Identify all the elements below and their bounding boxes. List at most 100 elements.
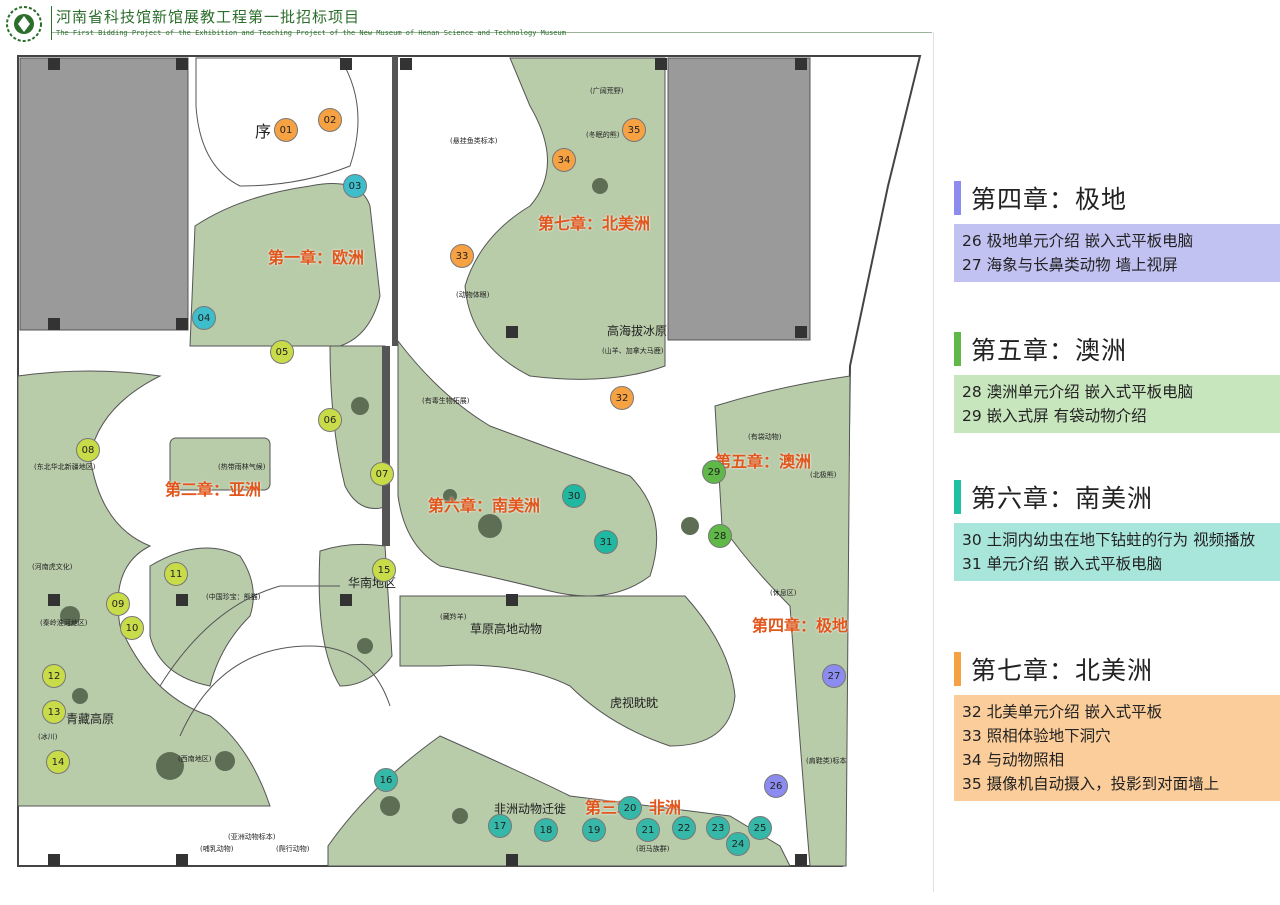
exhibit-marker-24: 24 bbox=[726, 832, 750, 856]
zone-label: (冰川) bbox=[38, 733, 58, 741]
chapter-label-europe: 第一章：欧洲 bbox=[268, 248, 365, 267]
exhibit-marker-06: 06 bbox=[318, 408, 342, 432]
legend-item: 32 北美单元介绍 嵌入式平板 bbox=[962, 703, 1163, 721]
exhibit-marker-27: 27 bbox=[822, 664, 846, 688]
chapter-label-south-america: 第六章：南美洲 bbox=[428, 496, 541, 515]
exhibit-marker-22: 22 bbox=[672, 816, 696, 840]
zone-huanan bbox=[318, 543, 393, 687]
legend-item: 26 极地单元介绍 嵌入式平板电脑 bbox=[962, 232, 1194, 250]
legend-item: 34 与动物照相 bbox=[962, 751, 1065, 769]
zone-rainforest bbox=[169, 437, 271, 491]
zone-label: (斑马族群) bbox=[636, 845, 670, 853]
zone-label: (肩鞋类)标本 bbox=[806, 757, 847, 765]
project-title-english: The First Bidding Project of the Exhibit… bbox=[56, 29, 566, 37]
exhibit-marker-21: 21 bbox=[636, 818, 660, 842]
legend-chapter-south-america: 第六章：南美洲 30 土洞内幼虫在地下钻蛀的行为 视频播放 31 单元介绍 嵌入… bbox=[954, 479, 1280, 581]
exhibit-marker-29: 29 bbox=[702, 460, 726, 484]
legend-chapter-australia: 第五章：澳洲 28 澳洲单元介绍 嵌入式平板电脑 29 嵌入式屏 有袋动物介绍 bbox=[954, 331, 1280, 433]
legend-chapter-name: 第五章：澳洲 bbox=[971, 336, 1128, 365]
area-label-prologue: 序 bbox=[255, 122, 272, 141]
exhibit-marker-28: 28 bbox=[708, 524, 732, 548]
zone-grassland bbox=[399, 595, 736, 747]
legend-chapter-items: 26 极地单元介绍 嵌入式平板电脑 27 海象与长鼻类动物 墙上视屏 bbox=[954, 224, 1280, 282]
exhibit-marker-32: 32 bbox=[610, 386, 634, 410]
legend-chapter-items: 30 土洞内幼虫在地下钻蛀的行为 视频播放 31 单元介绍 嵌入式平板电脑 bbox=[954, 523, 1280, 581]
header-rule bbox=[52, 32, 932, 33]
zone-label: (秦岭淮河地区) bbox=[40, 619, 88, 627]
legend-chapter-name: 第六章：南美洲 bbox=[971, 484, 1154, 513]
legend-item: 30 土洞内幼虫在地下钻蛀的行为 视频播放 bbox=[962, 531, 1256, 549]
chapter-label-australia: 第五章：澳洲 bbox=[715, 452, 812, 471]
exhibit-marker-26: 26 bbox=[764, 774, 788, 798]
legend-panel: 第四章：极地 26 极地单元介绍 嵌入式平板电脑 27 海象与长鼻类动物 墙上视… bbox=[954, 0, 1280, 905]
exhibit-marker-23: 23 bbox=[706, 816, 730, 840]
zone-label: (悬挂鱼类标本) bbox=[450, 137, 498, 145]
zone-label: (北极熊) bbox=[810, 471, 837, 479]
walkway-curve bbox=[179, 645, 391, 737]
zone-label: (有袋动物) bbox=[748, 433, 782, 441]
zone-label: (有毒生物拓展) bbox=[422, 397, 470, 405]
exhibit-marker-20: 20 bbox=[618, 796, 642, 820]
exhibit-marker-19: 19 bbox=[582, 818, 606, 842]
zone-label: (休息区) bbox=[770, 589, 797, 597]
exhibit-marker-01: 01 bbox=[274, 118, 298, 142]
zone-label: (亚洲动物标本) bbox=[228, 833, 276, 841]
exhibit-marker-02: 02 bbox=[318, 108, 342, 132]
chapter-label-polar: 第四章：极地 bbox=[752, 616, 849, 635]
header: 河南省科技馆新馆展教工程第一批招标项目 The First Bidding Pr… bbox=[0, 0, 935, 46]
storage-room-right bbox=[667, 57, 811, 341]
legend-chapter-title: 第七章：北美洲 bbox=[954, 651, 1280, 687]
exhibit-marker-12: 12 bbox=[42, 664, 66, 688]
exhibit-marker-30: 30 bbox=[562, 484, 586, 508]
zone-label: (动物体眼) bbox=[456, 291, 490, 299]
zone-north-america bbox=[464, 57, 666, 380]
exhibit-marker-15: 15 bbox=[372, 558, 396, 582]
zone-label: (河南虎文化) bbox=[32, 563, 73, 571]
legend-color-bar bbox=[954, 652, 961, 686]
floor-plan-map: 第一章：欧洲 第二章：亚洲 第三章：非洲 第四章：极地 第五章：澳洲 第六章：南… bbox=[10, 46, 930, 886]
zone-label: (藏羚羊) bbox=[440, 613, 467, 621]
zone-label: (热带雨林气候) bbox=[218, 463, 266, 471]
chapter-label-asia: 第二章：亚洲 bbox=[165, 480, 262, 499]
header-divider bbox=[51, 6, 52, 40]
floor-plan-drawing bbox=[17, 55, 922, 867]
zone-label: (中国珍宝：熊猫) bbox=[206, 593, 261, 601]
exhibit-marker-16: 16 bbox=[374, 768, 398, 792]
legend-chapter-polar: 第四章：极地 26 极地单元介绍 嵌入式平板电脑 27 海象与长鼻类动物 墙上视… bbox=[954, 180, 1280, 282]
legend-color-bar bbox=[954, 480, 961, 514]
legend-item: 35 摄像机自动摄入，投影到对面墙上 bbox=[962, 775, 1220, 793]
exhibit-marker-04: 04 bbox=[192, 306, 216, 330]
area-label-migration: 非洲动物迁徙 bbox=[494, 802, 567, 816]
exhibit-marker-09: 09 bbox=[106, 592, 130, 616]
zone-label: (爬行动物) bbox=[276, 845, 310, 853]
panel-divider bbox=[933, 32, 934, 892]
exhibit-marker-14: 14 bbox=[46, 750, 70, 774]
zone-label: (广阔荒野) bbox=[590, 87, 624, 95]
area-label-qinghai: 青藏高原 bbox=[66, 712, 115, 726]
zone-label: (哺乳动物) bbox=[200, 845, 234, 853]
walkway bbox=[159, 585, 340, 687]
legend-chapter-name: 第七章：北美洲 bbox=[971, 656, 1154, 685]
exhibit-marker-13: 13 bbox=[42, 700, 66, 724]
legend-chapter-title: 第六章：南美洲 bbox=[954, 479, 1280, 515]
legend-color-bar bbox=[954, 181, 961, 215]
storage-room-left bbox=[19, 57, 189, 331]
chapter-label-north-america: 第七章：北美洲 bbox=[538, 214, 651, 233]
area-label-grassland: 草原高地动物 bbox=[470, 622, 543, 636]
exhibit-marker-11: 11 bbox=[164, 562, 188, 586]
exhibit-marker-34: 34 bbox=[552, 148, 576, 172]
legend-color-bar bbox=[954, 332, 961, 366]
exhibit-marker-08: 08 bbox=[76, 438, 100, 462]
exhibit-marker-31: 31 bbox=[594, 530, 618, 554]
legend-item: 27 海象与长鼻类动物 墙上视屏 bbox=[962, 256, 1178, 274]
exhibit-marker-10: 10 bbox=[120, 616, 144, 640]
zone-australia-polar bbox=[714, 375, 851, 867]
legend-chapter-name: 第四章：极地 bbox=[971, 185, 1128, 214]
project-title: 河南省科技馆新馆展教工程第一批招标项目 bbox=[56, 8, 361, 26]
zone-label: (冬眠的熊) bbox=[586, 131, 620, 139]
legend-chapter-north-america: 第七章：北美洲 32 北美单元介绍 嵌入式平板 33 照相体验地下洞穴 34 与… bbox=[954, 651, 1280, 801]
exhibit-marker-33: 33 bbox=[450, 244, 474, 268]
exhibit-marker-07: 07 bbox=[370, 462, 394, 486]
legend-item: 29 嵌入式屏 有袋动物介绍 bbox=[962, 407, 1147, 425]
legend-chapter-title: 第五章：澳洲 bbox=[954, 331, 1280, 367]
